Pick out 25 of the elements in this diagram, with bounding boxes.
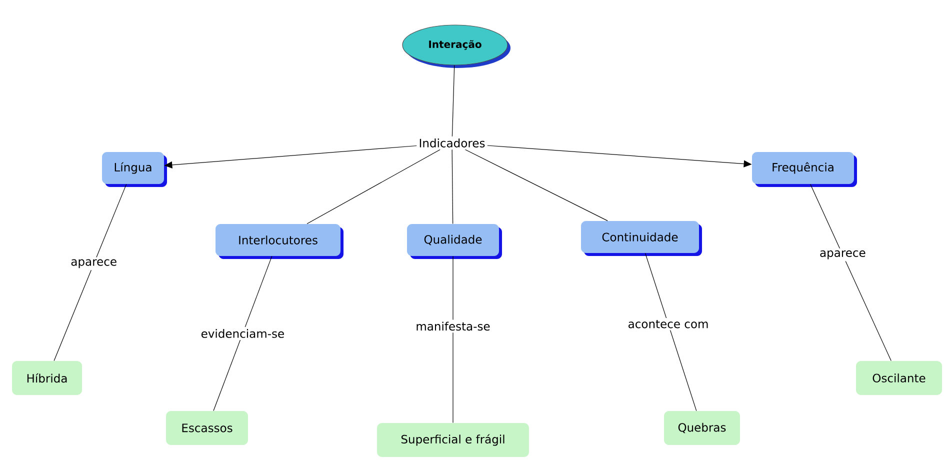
edge-label: acontece com [626, 318, 711, 330]
linking-phrase: Indicadores [416, 136, 488, 150]
connector [213, 256, 272, 412]
concept-box: Qualidade [407, 224, 502, 259]
connector [306, 149, 440, 224]
result-box: Oscilante [856, 361, 942, 395]
concept-box: Frequência [752, 152, 857, 187]
result-box: Quebras [664, 411, 740, 445]
edge-label: manifesta-se [414, 320, 492, 333]
edge-label: aparece [818, 248, 868, 262]
connector [810, 184, 892, 362]
connector [452, 256, 454, 424]
result-box: Superficial e frágil [377, 423, 529, 457]
connector [644, 252, 697, 412]
connector [452, 149, 454, 224]
result-box: Escassos [166, 411, 248, 445]
edge-label: aparece [68, 257, 119, 270]
result-box: Híbrida [12, 361, 82, 395]
edge-label: evidenciam-se [198, 327, 287, 340]
connector [452, 65, 455, 137]
concept-box: Língua [102, 152, 167, 187]
concept-box: Continuidade [581, 221, 702, 256]
connector [465, 149, 608, 222]
connector [54, 184, 127, 362]
concept-box: Interlocutores [216, 224, 344, 259]
